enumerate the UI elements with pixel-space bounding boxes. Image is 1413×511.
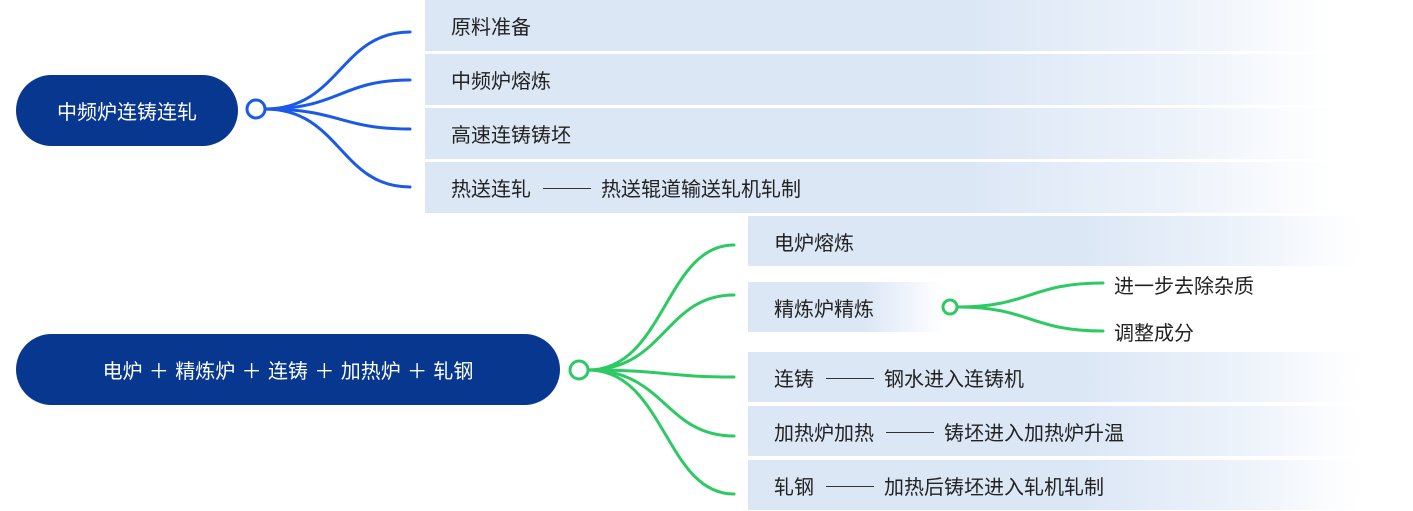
connector-t1-item-3 xyxy=(263,107,412,131)
dash-separator xyxy=(826,485,874,487)
branch-label: 高速连铸铸坯 xyxy=(451,123,571,147)
connector-t1-item-2 xyxy=(263,78,412,111)
connector-t2-item-5 xyxy=(586,368,736,496)
connector-t1-item-4 xyxy=(263,107,412,189)
branch-detail: 热送辊道输送轧机轧制 xyxy=(601,177,801,201)
branch-item-7[interactable]: 连铸 钢水进入连铸机 xyxy=(748,352,1358,402)
branch-detail: 铸坯进入加热炉升温 xyxy=(944,420,1124,445)
branch-label: 中频炉熔炼 xyxy=(451,69,551,93)
root-node-2[interactable]: 电炉 ＋ 精炼炉 ＋ 连铸 ＋ 加热炉 ＋ 轧钢 xyxy=(16,334,560,405)
branch-item-4[interactable]: 热送连轧 热送辊道输送轧机轧制 xyxy=(425,162,1413,213)
connector-t2-item-1 xyxy=(586,243,736,372)
branch-label: 连铸 xyxy=(774,366,814,391)
branch-label: 原料准备 xyxy=(451,15,531,39)
connector-t2-item-4 xyxy=(586,368,736,438)
root-node-1[interactable]: 中频炉连铸连轧 xyxy=(16,75,238,146)
branch-item-1[interactable]: 原料准备 xyxy=(425,0,1413,51)
node-sub-junction xyxy=(941,298,959,316)
branch-item-8[interactable]: 加热炉加热 铸坯进入加热炉升温 xyxy=(748,406,1358,456)
dash-separator xyxy=(543,188,591,189)
sub-item-2[interactable]: 调整成分 xyxy=(1114,321,1194,345)
branch-label: 电炉熔炼 xyxy=(774,230,854,255)
branch-item-3[interactable]: 高速连铸铸坯 xyxy=(425,108,1413,159)
branch-label: 轧钢 xyxy=(774,474,814,499)
node-t2-junction xyxy=(568,359,590,381)
branch-label: 加热炉加热 xyxy=(774,420,874,445)
branch-detail: 加热后铸坯进入轧机轧制 xyxy=(884,474,1104,499)
branch-item-2[interactable]: 中频炉熔炼 xyxy=(425,54,1413,105)
connector-t1-item-1 xyxy=(263,30,412,111)
sub-item-1[interactable]: 进一步去除杂质 xyxy=(1114,274,1254,298)
connector-t2-item-2 xyxy=(586,293,736,372)
connector-sub-2 xyxy=(956,305,1105,333)
branch-label: 精炼炉精炼 xyxy=(774,296,874,321)
connector-t2-item-3 xyxy=(586,368,736,379)
branch-item-6[interactable]: 精炼炉精炼 xyxy=(748,282,943,332)
dash-separator xyxy=(826,377,874,379)
node-t1-junction xyxy=(245,98,267,120)
branch-label: 热送连轧 xyxy=(451,177,531,201)
branch-detail: 钢水进入连铸机 xyxy=(884,366,1024,391)
connector-sub-1 xyxy=(956,281,1105,309)
dash-separator xyxy=(886,431,934,433)
branch-item-9[interactable]: 轧钢 加热后铸坯进入轧机轧制 xyxy=(748,460,1358,510)
branch-item-5[interactable]: 电炉熔炼 xyxy=(748,216,1358,266)
